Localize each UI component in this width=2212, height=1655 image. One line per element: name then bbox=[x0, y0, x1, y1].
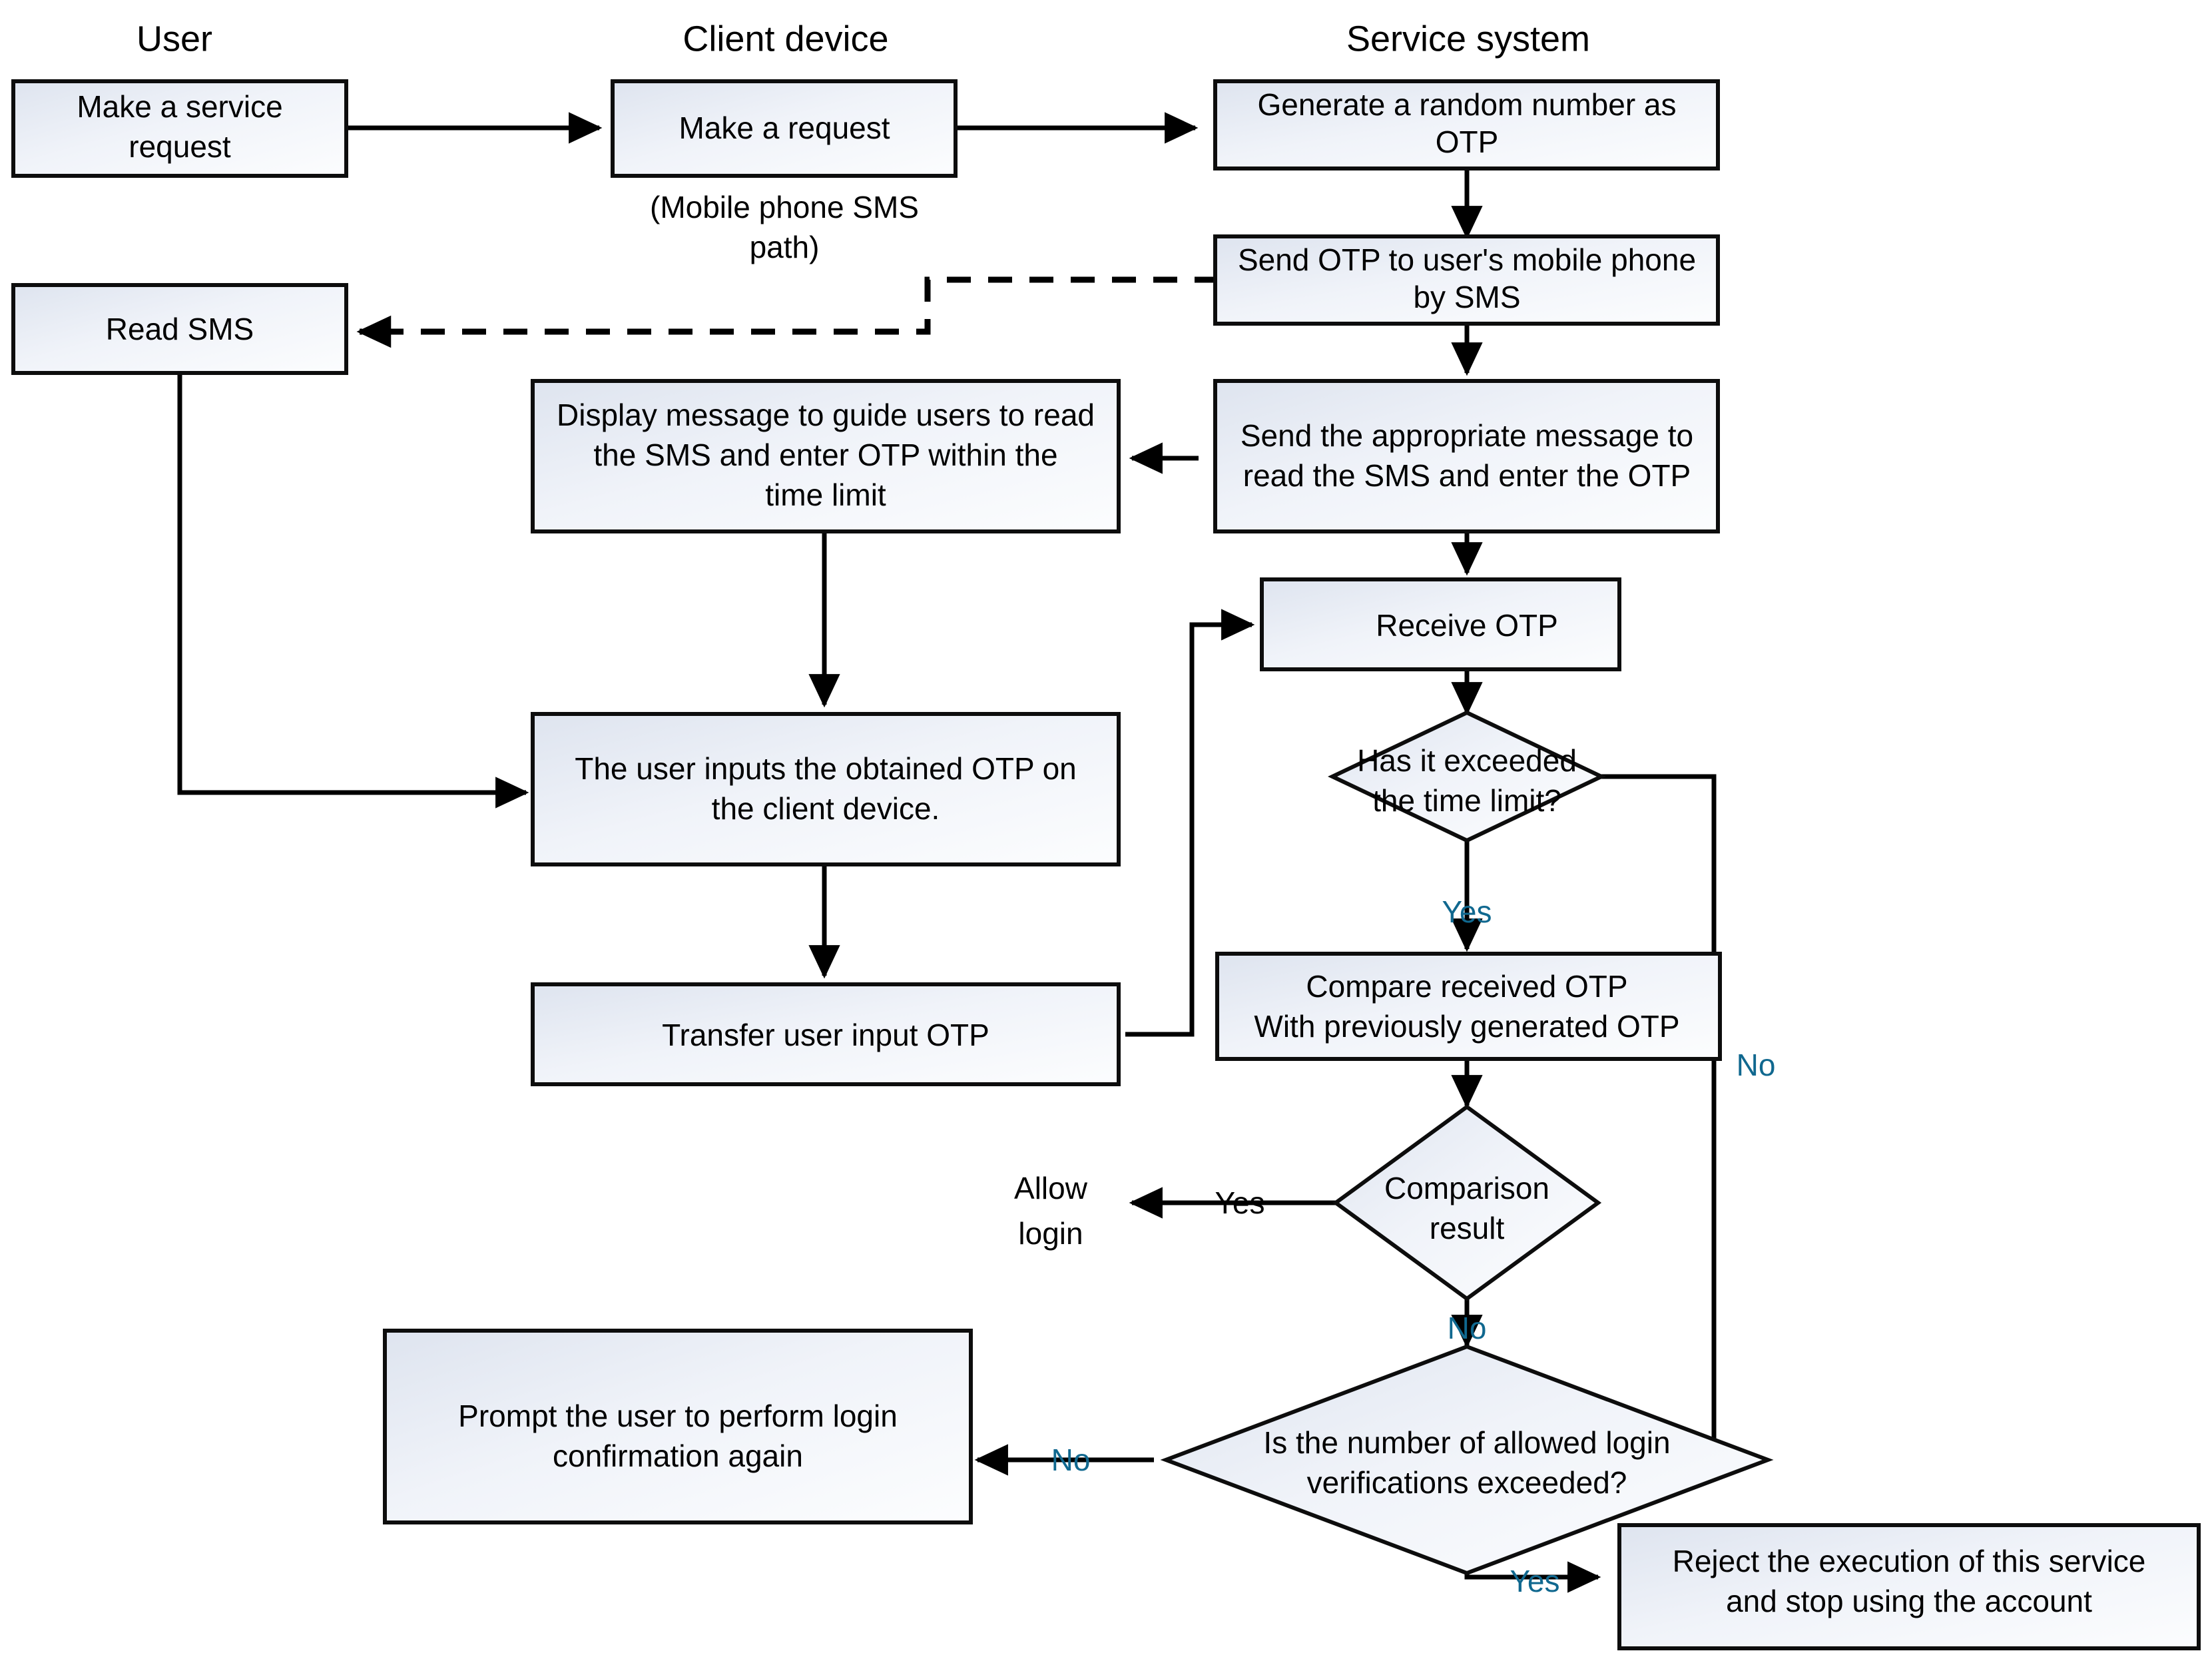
node-make-service-request[interactable]: Make a service request bbox=[11, 79, 348, 178]
node-display-guide-message-line-1: the SMS and enter OTP within the bbox=[593, 438, 1057, 472]
node-send-appropriate-message-line-0: Send the appropriate message to bbox=[1241, 418, 1693, 453]
node-send-otp-sms-line-0: Send OTP to user's mobile phone bbox=[1238, 242, 1696, 277]
connector-time-limit-no-to-attempts bbox=[1598, 774, 1728, 1476]
node-transfer-user-input-otp-line-0: Transfer user input OTP bbox=[662, 1018, 989, 1052]
node-time-limit-decision-line-0: Has it exceeded bbox=[1357, 743, 1577, 778]
edge-label-comparison-no: No bbox=[1448, 1311, 1487, 1345]
lane-title-service-system: Service system bbox=[1346, 19, 1590, 59]
edge-label-time-limit-yes: Yes bbox=[1442, 894, 1492, 929]
node-read-sms-line-0: Read SMS bbox=[106, 312, 254, 346]
node-comparison-result-line-1: result bbox=[1430, 1211, 1505, 1245]
node-login-attempts-decision[interactable]: Is the number of allowed login verificat… bbox=[1160, 1344, 1774, 1576]
node-prompt-login-again-line-1: confirmation again bbox=[553, 1439, 803, 1473]
node-make-request[interactable]: Make a request bbox=[611, 79, 958, 178]
node-comparison-result-line-0: Comparison bbox=[1384, 1171, 1549, 1205]
node-display-guide-message-line-2: time limit bbox=[765, 478, 886, 512]
mobile-sms-path-line-1: path) bbox=[750, 230, 820, 264]
node-user-inputs-otp-line-0: The user inputs the obtained OTP on bbox=[575, 751, 1077, 786]
node-reject-service-line-0: Reject the execution of this service bbox=[1673, 1544, 2146, 1578]
node-login-attempts-line-0: Is the number of allowed login bbox=[1263, 1425, 1670, 1460]
node-make-service-request-line-0: Make a service bbox=[77, 89, 282, 124]
edge-label-attempts-no: No bbox=[1051, 1443, 1091, 1477]
free-text-allow-login: Allow login bbox=[1014, 1171, 1088, 1251]
node-user-inputs-otp[interactable]: The user inputs the obtained OTP on the … bbox=[531, 712, 1121, 866]
allow-login-line-1: login bbox=[1018, 1216, 1083, 1251]
node-generate-otp-line-1: OTP bbox=[1436, 125, 1499, 159]
node-send-appropriate-message-line-1: read the SMS and enter the OTP bbox=[1243, 458, 1691, 493]
edge-label-time-limit-no: No bbox=[1737, 1048, 1776, 1082]
node-user-inputs-otp-line-1: the client device. bbox=[712, 791, 940, 826]
node-generate-otp-line-0: Generate a random number as bbox=[1257, 87, 1676, 122]
node-time-limit-decision[interactable]: Has it exceeded the time limit? bbox=[1328, 710, 1606, 843]
node-receive-otp[interactable]: Receive OTP bbox=[1260, 577, 1621, 671]
edge-label-comparison-yes: Yes bbox=[1215, 1185, 1264, 1220]
connector-transfer-to-receive-otp bbox=[1125, 609, 1255, 1037]
node-reject-service[interactable]: Reject the execution of this service and… bbox=[1617, 1523, 2201, 1650]
node-generate-otp[interactable]: Generate a random number as OTP bbox=[1213, 79, 1720, 170]
mobile-sms-path-line-0: (Mobile phone SMS bbox=[650, 190, 919, 224]
free-text-mobile-sms-path: (Mobile phone SMS path) bbox=[650, 190, 919, 264]
node-reject-service-line-1: and stop using the account bbox=[1726, 1584, 2092, 1618]
edge-label-attempts-yes: Yes bbox=[1510, 1564, 1559, 1598]
node-send-otp-sms[interactable]: Send OTP to user's mobile phone by SMS bbox=[1213, 234, 1720, 326]
node-compare-otp-line-0: Compare received OTP bbox=[1306, 969, 1627, 1004]
node-transfer-user-input-otp[interactable]: Transfer user input OTP bbox=[531, 982, 1121, 1086]
node-compare-otp-line-1: With previously generated OTP bbox=[1254, 1009, 1679, 1044]
lane-title-client-device: Client device bbox=[683, 19, 888, 59]
allow-login-line-0: Allow bbox=[1014, 1171, 1088, 1205]
connector-read-sms-to-user-input bbox=[177, 373, 529, 809]
node-read-sms[interactable]: Read SMS bbox=[11, 283, 348, 375]
node-prompt-login-again-line-0: Prompt the user to perform login bbox=[458, 1399, 898, 1433]
node-make-service-request-line-1: request bbox=[129, 129, 231, 164]
node-display-guide-message-line-0: Display message to guide users to read bbox=[557, 398, 1095, 432]
node-send-appropriate-message[interactable]: Send the appropriate message to read the… bbox=[1213, 379, 1720, 533]
node-make-request-line-0: Make a request bbox=[679, 111, 890, 145]
node-receive-otp-line-0: Receive OTP bbox=[1376, 608, 1558, 643]
connector-sms-dashed-to-read-sms bbox=[356, 276, 1219, 348]
node-time-limit-decision-line-1: the time limit? bbox=[1372, 783, 1561, 818]
node-login-attempts-line-1: verifications exceeded? bbox=[1307, 1465, 1627, 1500]
node-comparison-result-decision[interactable]: Comparison result bbox=[1332, 1104, 1602, 1301]
node-send-otp-sms-line-1: by SMS bbox=[1413, 280, 1520, 314]
node-compare-otp[interactable]: Compare received OTP With previously gen… bbox=[1215, 952, 1722, 1061]
node-prompt-login-again[interactable]: Prompt the user to perform login confirm… bbox=[383, 1329, 973, 1524]
node-display-guide-message[interactable]: Display message to guide users to read t… bbox=[531, 379, 1121, 533]
lane-title-user: User bbox=[137, 19, 212, 59]
